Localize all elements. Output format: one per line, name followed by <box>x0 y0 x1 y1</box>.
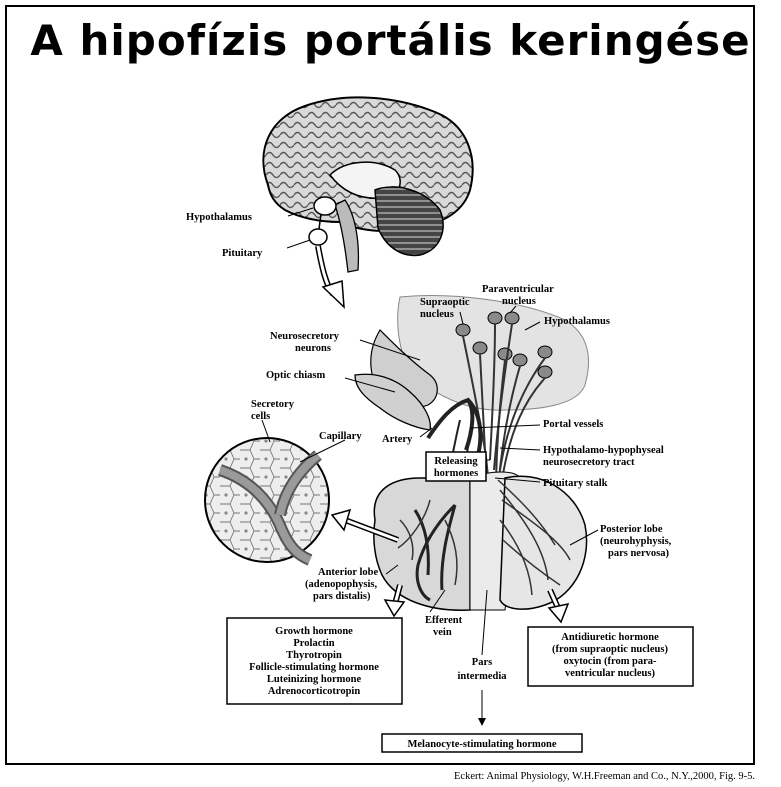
label-artery: Artery <box>382 434 413 445</box>
anterior-hormone-item: Follicle-stimulating hormone <box>249 662 379 673</box>
label-posterior-lobe: Posterior lobe <box>600 524 663 535</box>
label-hypothalamo-hypophyseal-2: neurosecretory tract <box>543 457 635 468</box>
label-anterior-lobe: Anterior lobe <box>318 567 379 578</box>
label-posterior-lobe-2: (neurohyphysis, <box>600 536 672 547</box>
label-pars-intermedia: intermedia <box>458 671 508 682</box>
label-pars: Pars <box>472 657 492 668</box>
label-neurosecretory-2: neurons <box>295 343 331 354</box>
anterior-hormone-item: Luteinizing hormone <box>267 674 362 685</box>
posterior-hormone-item: (from supraoptic nucleus) <box>552 644 668 655</box>
label-pituitary: Pituitary <box>222 248 263 259</box>
label-capillary: Capillary <box>319 431 362 442</box>
label-secretory-2: cells <box>251 411 270 422</box>
label-hypothalamus-brain: Hypothalamus <box>186 212 252 223</box>
label-releasing-2: hormones <box>434 468 478 479</box>
label-efferent-2: vein <box>433 627 452 638</box>
anterior-hormone-item: Prolactin <box>293 638 334 649</box>
label-efferent: Efferent <box>425 615 463 626</box>
label-optic-chiasm: Optic chiasm <box>266 370 325 381</box>
figure-credit: Eckert: Animal Physiology, W.H.Freeman a… <box>0 771 755 782</box>
label-secretory: Secretory <box>251 399 295 410</box>
posterior-hormone-item: ventricular nucleus) <box>565 668 655 679</box>
label-releasing: Releasing <box>434 456 478 467</box>
anterior-hormone-item: Thyrotropin <box>286 650 342 661</box>
label-paraventricular-2: nucleus <box>502 296 536 307</box>
posterior-hormone-item: Antidiuretic hormone <box>561 632 659 643</box>
label-posterior-lobe-3: pars nervosa) <box>608 548 669 559</box>
label-portal-vessels: Portal vessels <box>543 419 603 430</box>
label-hypothalamo-hypophyseal: Hypothalamo-hypophyseal <box>543 445 664 456</box>
label-anterior-lobe-3: pars distalis) <box>313 591 371 602</box>
label-hypothalamus-detail: Hypothalamus <box>544 316 610 327</box>
label-supraoptic: Supraoptic <box>420 297 470 308</box>
msh-label: Melanocyte-stimulating hormone <box>407 739 556 750</box>
label-neurosecretory: Neurosecretory <box>270 331 340 342</box>
label-supraoptic-2: nucleus <box>420 309 454 320</box>
posterior-hormone-item: oxytocin (from para- <box>563 656 657 667</box>
label-paraventricular: Paraventricular <box>482 284 554 295</box>
label-pituitary-stalk: Pituitary stalk <box>543 478 608 489</box>
anterior-hormone-item: Growth hormone <box>275 626 353 637</box>
pituitary-gland <box>374 472 587 610</box>
anterior-hormone-item: Adrenocorticotropin <box>268 686 361 697</box>
label-anterior-lobe-2: (adenopophysis, <box>305 579 377 590</box>
